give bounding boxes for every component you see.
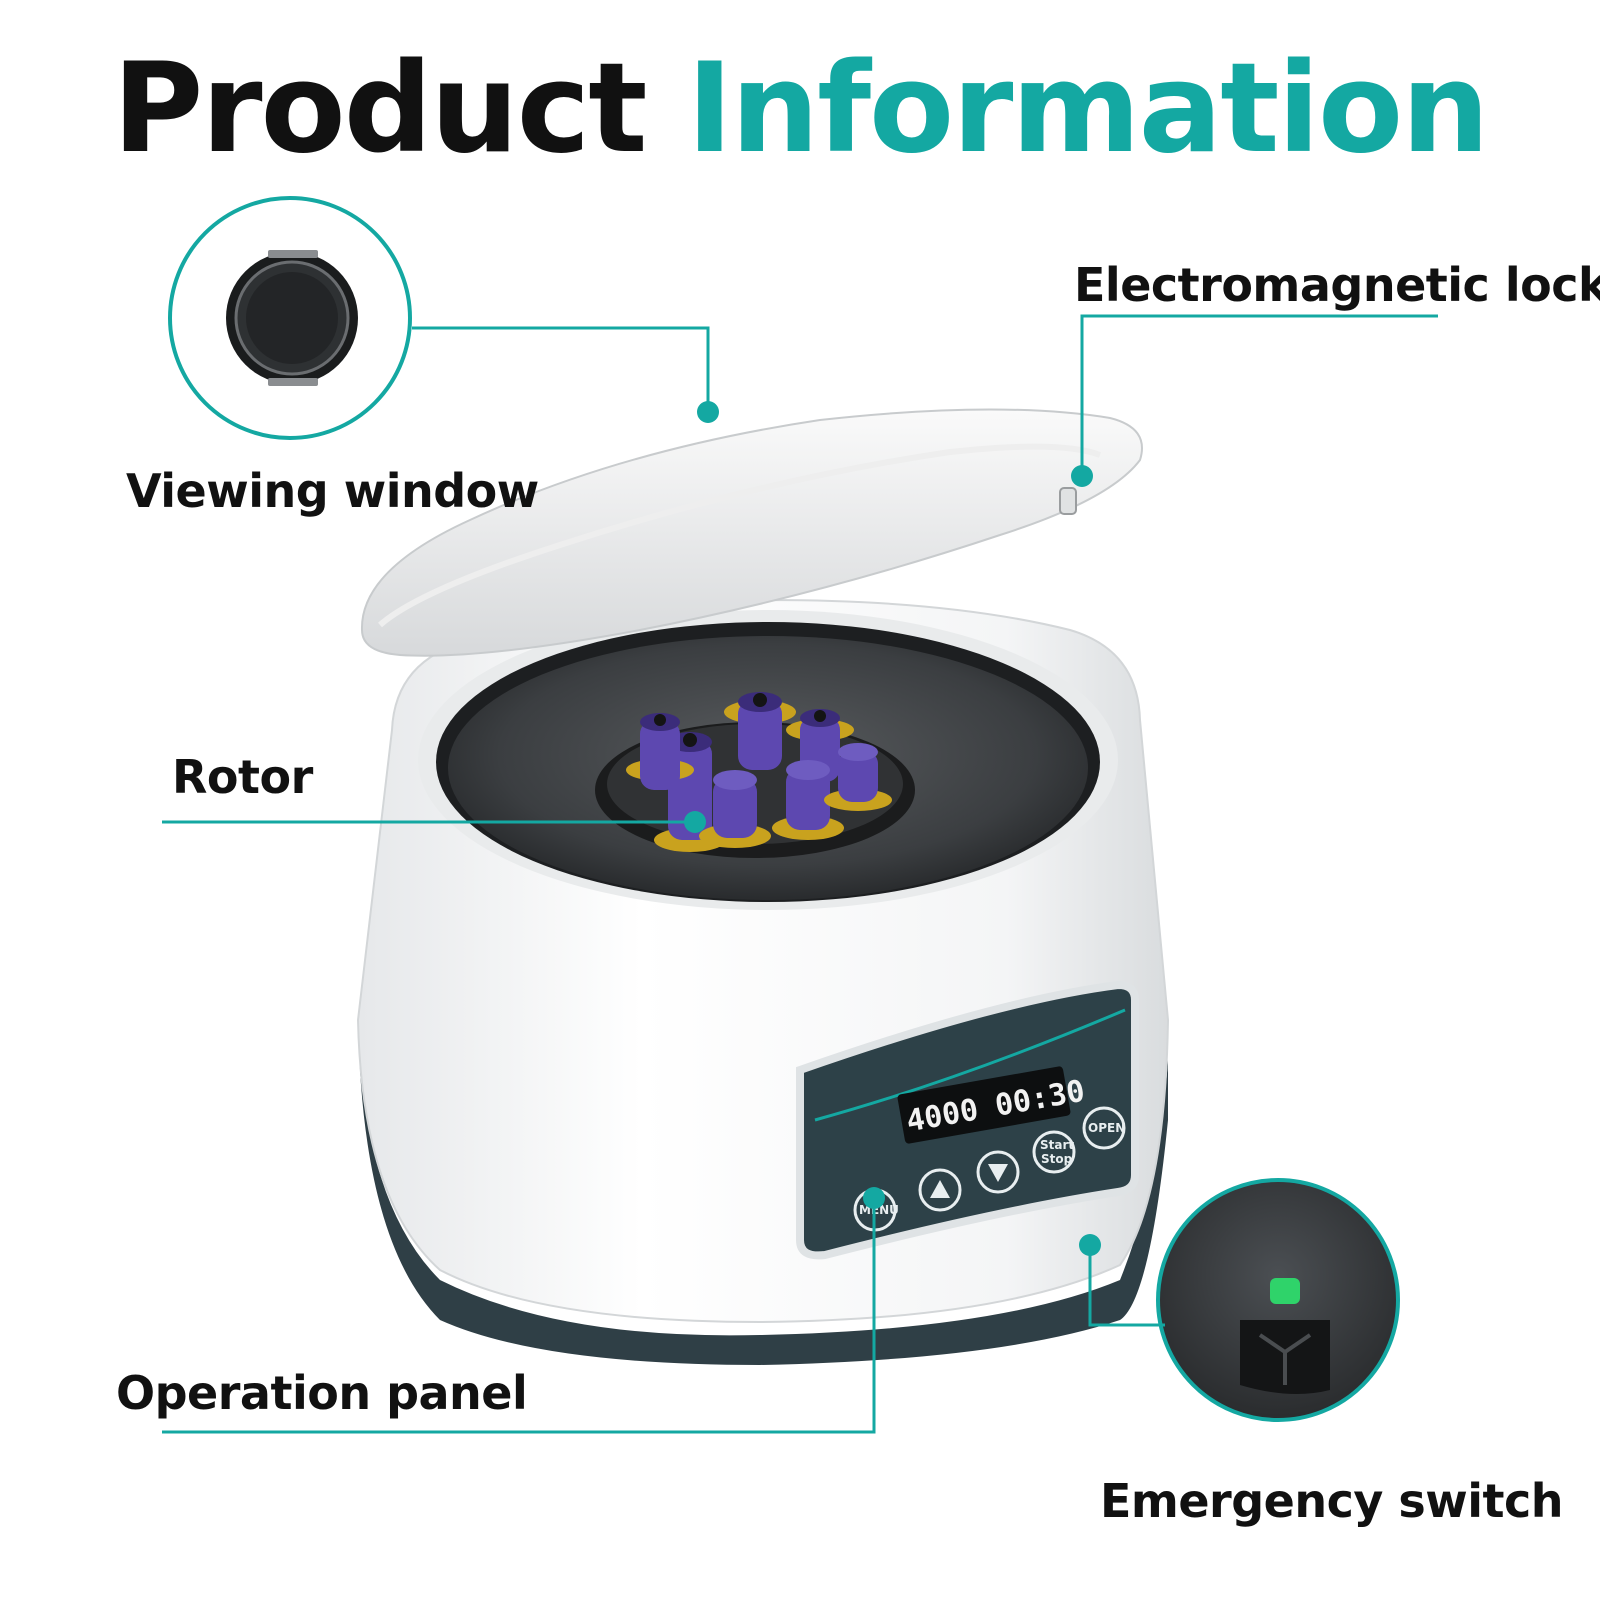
triangle-down-icon xyxy=(988,1164,1008,1182)
tube xyxy=(699,770,771,848)
lock-hook xyxy=(1059,487,1077,515)
lid xyxy=(360,408,1143,657)
callout-electromagnetic-lock xyxy=(1080,314,1438,476)
start-label: Start xyxy=(1040,1138,1074,1152)
callout-emergency-switch xyxy=(1088,1245,1165,1327)
fan-icon xyxy=(1258,1333,1312,1385)
label-electromagnetic-lock: Electromagnetic lock xyxy=(1074,258,1600,312)
emergency-switch-button[interactable] xyxy=(1270,1278,1300,1304)
tube xyxy=(772,760,844,840)
label-emergency-switch: Emergency switch xyxy=(1100,1474,1564,1528)
title-information: Information xyxy=(686,37,1490,181)
operation-panel: 4000 00:30 MENU Start Stop OPEN xyxy=(796,980,1139,1260)
start-stop-button[interactable]: Start Stop xyxy=(1032,1130,1076,1174)
label-operation-panel: Operation panel xyxy=(116,1366,528,1420)
viewing-window-zoom xyxy=(168,196,412,440)
emergency-switch-zoom xyxy=(1156,1178,1400,1422)
open-button[interactable]: OPEN xyxy=(1082,1106,1126,1150)
callout-viewing-window xyxy=(412,326,710,412)
label-viewing-window: Viewing window xyxy=(126,464,539,518)
centrifuge-base xyxy=(358,1010,1168,1365)
label-rotor: Rotor xyxy=(172,750,313,804)
down-button[interactable] xyxy=(976,1150,1020,1194)
tube xyxy=(724,692,796,770)
lcd-display xyxy=(897,1066,1071,1144)
tube xyxy=(824,743,892,811)
stop-label: Stop xyxy=(1041,1152,1073,1166)
triangle-up-icon xyxy=(930,1180,950,1198)
up-button[interactable] xyxy=(918,1168,962,1212)
rotor xyxy=(595,692,915,858)
tube xyxy=(626,713,694,790)
page-title: Product Information xyxy=(0,38,1600,181)
callout-dots xyxy=(684,401,1101,1256)
callout-lines xyxy=(162,314,1438,1434)
title-product: Product xyxy=(112,37,647,181)
callout-operation-panel xyxy=(162,1198,876,1434)
open-label: OPEN xyxy=(1088,1121,1125,1135)
